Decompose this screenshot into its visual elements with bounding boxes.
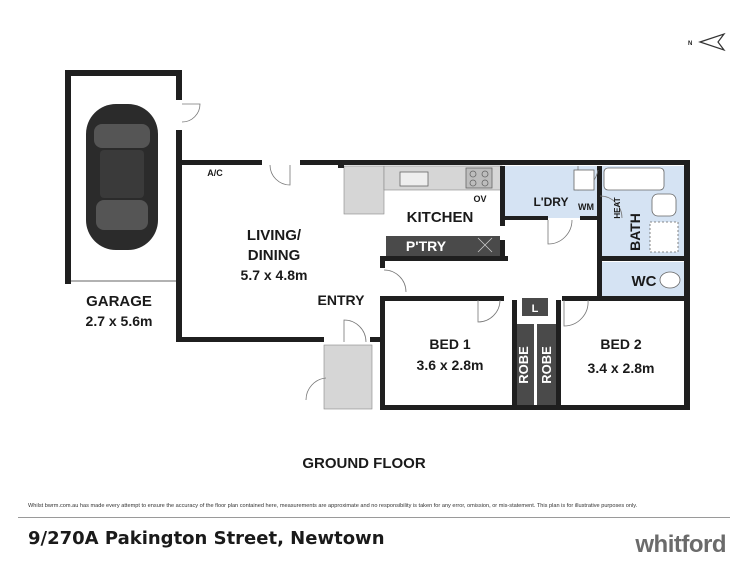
garage-walls bbox=[65, 70, 182, 342]
footer-divider bbox=[18, 517, 730, 518]
fixtures bbox=[399, 167, 681, 289]
floor-title: GROUND FLOOR bbox=[302, 455, 425, 472]
bed1-size: 3.6 x 2.8m bbox=[417, 357, 484, 373]
heater-label: HEAT bbox=[613, 197, 622, 218]
robe2-label: ROBE bbox=[539, 346, 554, 384]
oven-label: OV bbox=[473, 194, 486, 204]
bed2-label: BED 2 bbox=[600, 336, 641, 352]
disclaimer-text: Whilst bwrm.com.au has made every attemp… bbox=[28, 503, 638, 509]
linen-block bbox=[522, 298, 548, 316]
living-label-1: LIVING/ bbox=[247, 227, 302, 244]
living-label-2: DINING bbox=[248, 247, 301, 264]
garage-label: GARAGE bbox=[86, 293, 152, 310]
bed2-size: 3.4 x 2.8m bbox=[588, 360, 655, 376]
entry-porch bbox=[323, 344, 373, 410]
compass-label: N bbox=[688, 41, 692, 47]
robe1-label: ROBE bbox=[516, 346, 531, 384]
kitchen-bench-left bbox=[343, 165, 385, 215]
entry-label: ENTRY bbox=[318, 292, 366, 308]
floor-plan: N bbox=[65, 32, 726, 472]
pantry-block bbox=[386, 236, 500, 256]
robe-block-1 bbox=[514, 324, 534, 406]
car-icon bbox=[86, 104, 158, 250]
laundry-label: L'DRY bbox=[533, 195, 568, 209]
wc-label: WC bbox=[632, 273, 657, 290]
washer-label: WM bbox=[578, 202, 594, 212]
ac-label: A/C bbox=[207, 168, 223, 178]
bed1-label: BED 1 bbox=[429, 336, 470, 352]
outer-walls bbox=[176, 160, 690, 410]
pantry-label: P'TRY bbox=[406, 238, 447, 254]
robe-block-2 bbox=[537, 324, 557, 406]
brand-logo: whitford bbox=[635, 531, 726, 558]
living-size: 5.7 x 4.8m bbox=[241, 267, 308, 283]
linen-label: L bbox=[532, 303, 539, 315]
kitchen-label: KITCHEN bbox=[407, 209, 474, 226]
property-address: 9/270A Pakington Street, Newtown bbox=[28, 528, 385, 549]
internal-walls bbox=[380, 166, 688, 408]
bath-label: BATH bbox=[627, 213, 643, 251]
garage-size: 2.7 x 5.6m bbox=[86, 313, 153, 329]
north-arrow-icon: N bbox=[688, 32, 726, 52]
